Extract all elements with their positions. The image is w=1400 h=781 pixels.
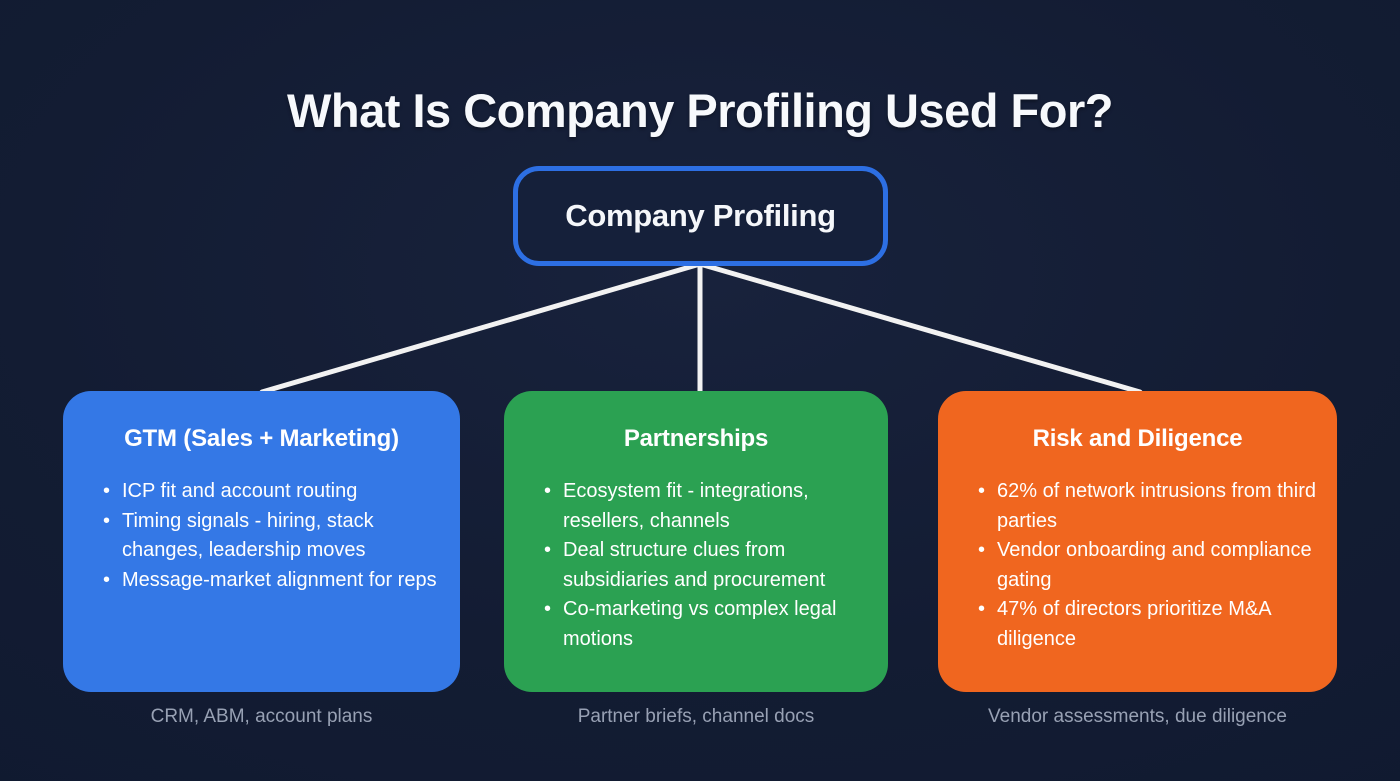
bullet-text: Deal structure clues from subsidiaries a… (563, 539, 826, 591)
company-profiling-node-label: Company Profiling (565, 198, 836, 233)
bullet-text: Vendor onboarding and compliance gating (997, 539, 1312, 591)
company-profiling-node: Company Profiling (513, 166, 888, 266)
branch-bullet-list-partnerships: Ecosystem fit - integrations, resellers,… (504, 477, 888, 655)
branch-card-risk: Risk and Diligence 62% of network intrus… (938, 391, 1337, 692)
bullet-text: Message-market alignment for reps (122, 568, 437, 591)
branch-caption-risk: Vendor assessments, due diligence (988, 706, 1287, 727)
bullet-text: 47% of directors prioritize M&A diligenc… (997, 598, 1271, 650)
bullet-item: Timing signals - hiring, stack changes, … (103, 507, 446, 566)
bullet-item: Co-marketing vs complex legal motions (544, 595, 874, 654)
bullet-text: 62% of network intrusions from third par… (997, 480, 1317, 532)
bullet-text: Timing signals - hiring, stack changes, … (122, 509, 374, 562)
bullet-item: Ecosystem fit - integrations, resellers,… (544, 477, 874, 536)
bullet-item: 62% of network intrusions from third par… (978, 477, 1323, 536)
connector-line-gtm (259, 261, 703, 395)
bullet-item: Vendor onboarding and compliance gating (978, 536, 1323, 595)
branch-title-partnerships: Partnerships (623, 425, 769, 452)
branch-bullet-list-risk: 62% of network intrusions from third par… (938, 477, 1337, 655)
bullet-item: 47% of directors prioritize M&A diligenc… (978, 595, 1323, 654)
branch-title-gtm: GTM (Sales + Marketing) (124, 425, 399, 452)
connector-line-risk (697, 261, 1143, 395)
bullet-text: Co-marketing vs complex legal motions (563, 598, 837, 650)
branch-card-gtm: GTM (Sales + Marketing) ICP fit and acco… (63, 391, 460, 692)
branch-caption-partnerships: Partner briefs, channel docs (577, 706, 815, 727)
branch-bullet-list-gtm: ICP fit and account routing Timing signa… (63, 477, 460, 595)
bullet-text: ICP fit and account routing (122, 480, 358, 502)
page-title: What Is Company Profiling Used For? (287, 84, 1113, 138)
bullet-item: ICP fit and account routing (103, 477, 446, 507)
branch-caption-gtm: CRM, ABM, account plans (150, 706, 373, 727)
bullet-item: Deal structure clues from subsidiaries a… (544, 536, 874, 595)
bullet-item: Message-market alignment for reps (103, 566, 446, 596)
branch-card-partnerships: Partnerships Ecosystem fit - integration… (504, 391, 888, 692)
branch-title-risk: Risk and Diligence (1032, 425, 1243, 452)
bullet-text: Ecosystem fit - integrations, resellers,… (563, 480, 809, 532)
